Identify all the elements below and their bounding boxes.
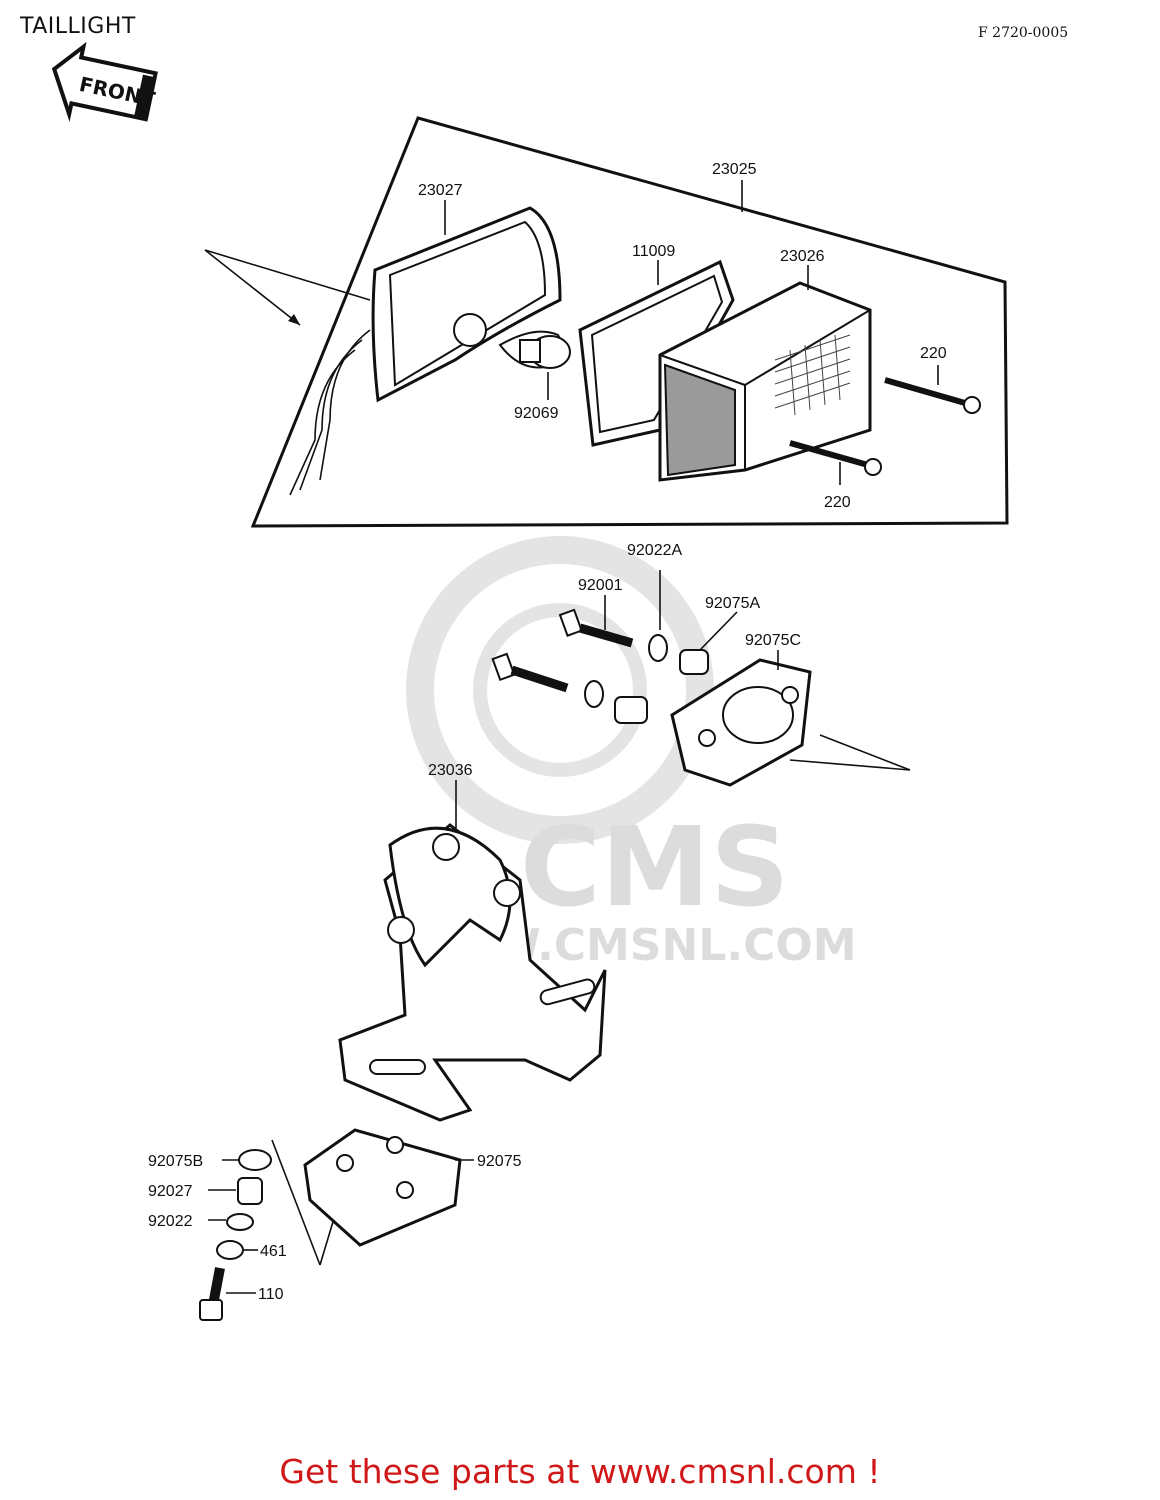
- part-label-92022: 92022: [148, 1213, 193, 1230]
- front-arrow-icon: FRONT: [51, 41, 158, 122]
- part-label-92027: 92027: [148, 1183, 193, 1200]
- bulb: [519, 335, 571, 369]
- part-label-92001: 92001: [578, 577, 623, 594]
- bolt-110: [199, 1267, 225, 1321]
- bolt-upper: [558, 608, 634, 648]
- collar-upper: [679, 649, 709, 675]
- bracket-cover: [670, 658, 812, 787]
- part-label-110: 110: [258, 1286, 284, 1303]
- part-label-23025: 23025: [712, 161, 757, 178]
- part-labels: 23025 23027 11009 23026 220 92069 220 92…: [148, 161, 947, 1303]
- assembly-outline: [250, 116, 1009, 528]
- part-label-92069: 92069: [514, 405, 559, 422]
- part-label-23026: 23026: [780, 248, 825, 265]
- part-label-11009: 11009: [632, 243, 675, 260]
- part-label-92075a: 92075A: [705, 595, 760, 612]
- screw-upper: [884, 377, 981, 414]
- part-label-23027: 23027: [418, 182, 463, 199]
- part-label-220-lower: 220: [824, 494, 851, 511]
- rubber-plate: [303, 1128, 462, 1247]
- watermark-brand: CMS: [520, 803, 789, 931]
- mounting-bracket: [338, 823, 607, 1122]
- washer-upper: [648, 634, 668, 662]
- page-title: TAILLIGHT: [20, 14, 136, 39]
- pointer-arrows: [204, 249, 911, 1266]
- footer-link[interactable]: Get these parts at www.cmsnl.com !: [279, 1452, 881, 1491]
- watermark-logo-icon: [406, 536, 714, 844]
- collar-92027: [237, 1177, 263, 1205]
- diagram-code: F 2720-0005: [978, 25, 1069, 41]
- taillight-base: [289, 206, 563, 496]
- collar-lower: [614, 696, 648, 724]
- part-label-23036: 23036: [428, 762, 473, 779]
- part-label-92075c: 92075C: [745, 632, 801, 649]
- part-label-220-upper: 220: [920, 345, 947, 362]
- nut-461: [216, 1240, 244, 1260]
- part-label-461: 461: [260, 1243, 287, 1260]
- part-label-92022a: 92022A: [627, 542, 682, 559]
- leader-lines: [208, 180, 939, 1294]
- washer-92075b: [238, 1149, 272, 1171]
- part-label-92075: 92075: [477, 1153, 522, 1170]
- part-label-92075b: 92075B: [148, 1153, 203, 1170]
- screw-lower: [789, 440, 882, 476]
- bolt-lower: [491, 652, 569, 693]
- taillight-lens: [658, 281, 872, 482]
- washer-lower: [584, 680, 604, 708]
- washer-92022: [226, 1213, 254, 1231]
